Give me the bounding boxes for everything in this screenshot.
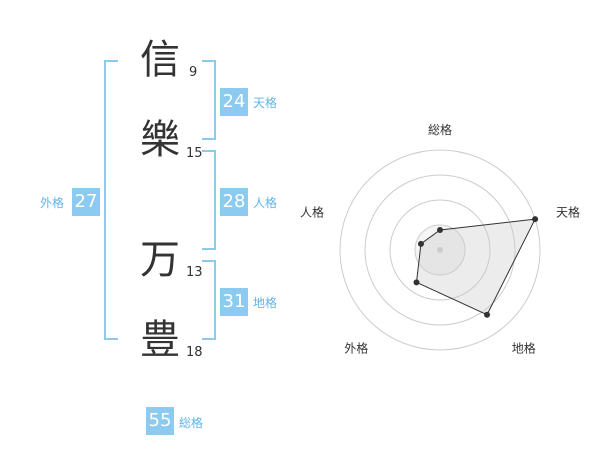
stroke-count-2: 15 — [186, 146, 203, 161]
radar-point-3 — [484, 311, 491, 318]
chikaku-bracket — [202, 260, 216, 340]
name-char-2: 樂 — [140, 117, 180, 163]
radar-axis-label-1: 総格 — [428, 122, 452, 137]
name-char-4: 豊 — [140, 317, 180, 363]
stroke-count-1: 9 — [189, 65, 198, 80]
radar-point-2 — [532, 216, 539, 223]
gaikaku-value: 27 — [72, 188, 100, 216]
radar-point-1 — [437, 227, 443, 233]
jinkaku-bracket — [202, 150, 216, 250]
stroke-count-4: 18 — [186, 345, 203, 360]
chikaku-value: 31 — [220, 288, 248, 316]
radar-axis-label-3: 地格 — [512, 341, 536, 356]
tenkaku-bracket — [202, 60, 216, 140]
jinkaku-value: 28 — [220, 188, 248, 216]
gaikaku-bracket — [104, 60, 118, 340]
name-char-1: 信 — [140, 37, 180, 83]
chikaku-label: 地格 — [253, 296, 278, 310]
soukaku-value: 55 — [146, 407, 174, 435]
gaikaku-label: 外格 — [40, 196, 65, 210]
radar-axis-label-2: 天格 — [556, 204, 580, 219]
radar-axis-label-4: 外格 — [344, 341, 368, 356]
stroke-count-3: 13 — [186, 265, 203, 280]
soukaku-label: 総格 — [179, 416, 204, 430]
radar-polygon — [415, 218, 536, 316]
jinkaku-label: 人格 — [253, 196, 278, 210]
tenkaku-label: 天格 — [253, 96, 278, 110]
radar-center — [437, 247, 443, 253]
radar-point-5 — [417, 240, 424, 247]
radar-point-4 — [413, 279, 420, 286]
name-char-3: 万 — [140, 237, 180, 283]
radar-axis-label-5: 人格 — [300, 204, 324, 219]
tenkaku-value: 24 — [220, 88, 248, 116]
